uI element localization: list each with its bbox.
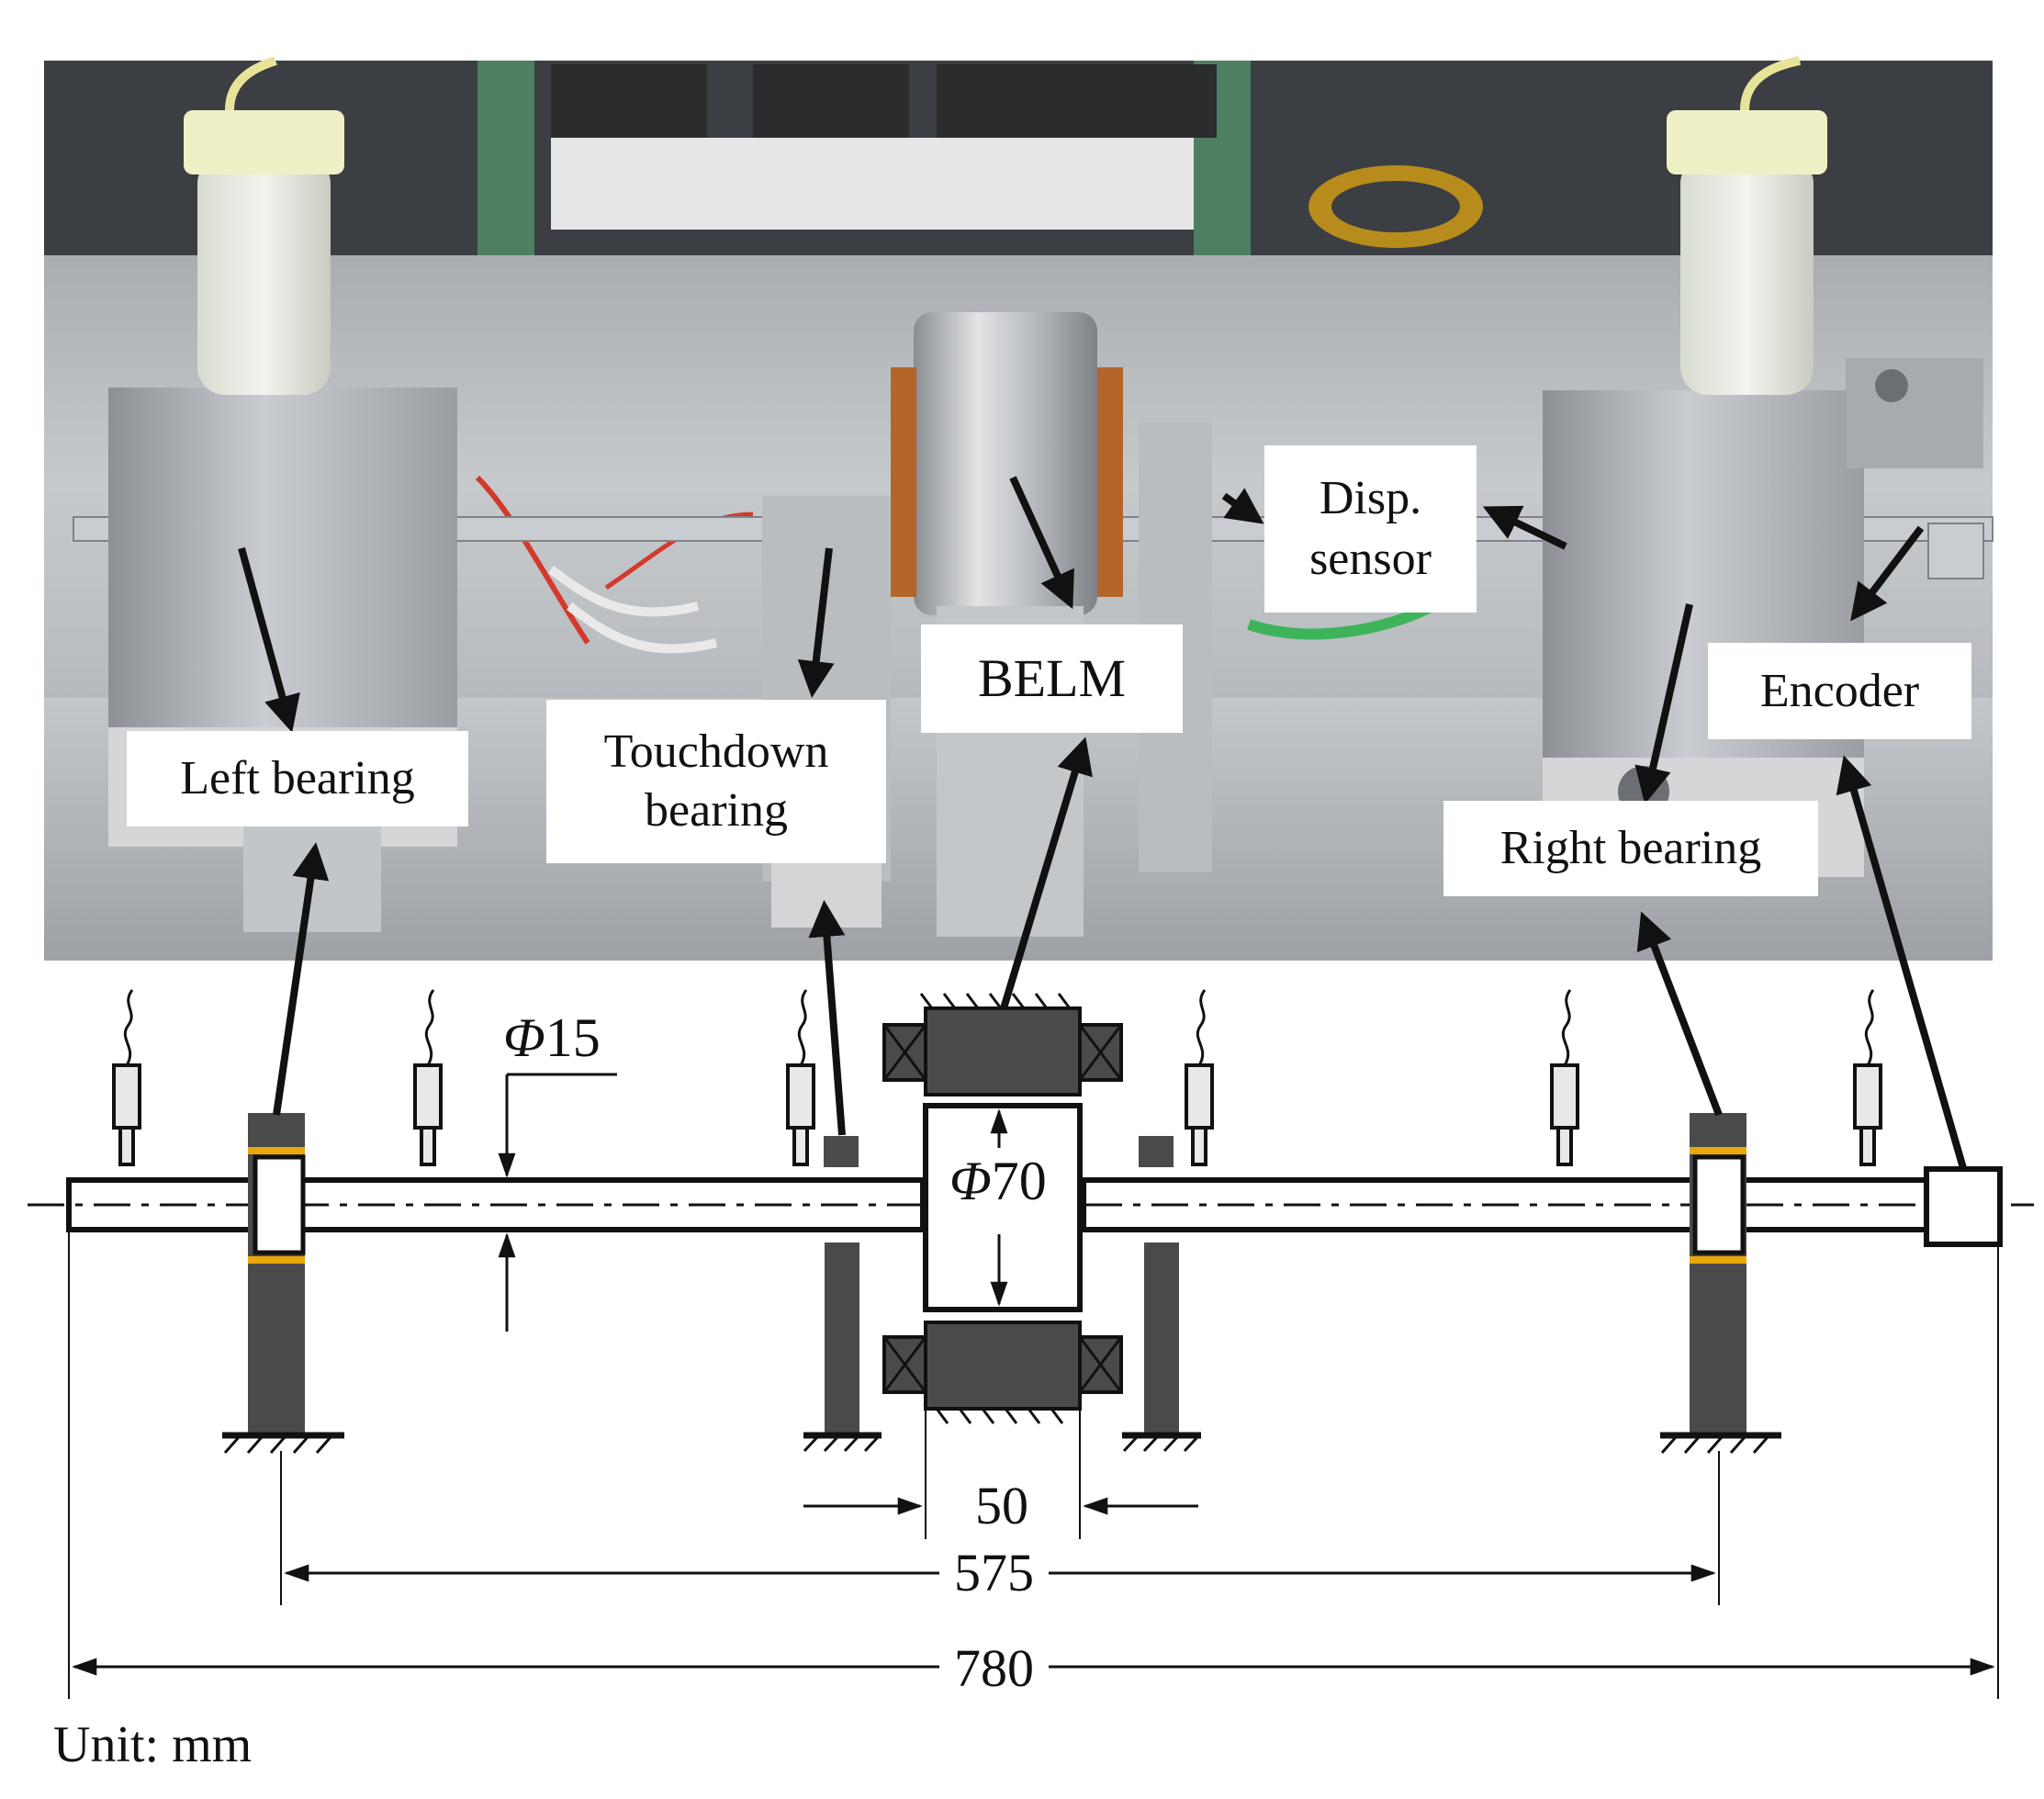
right-ground-hatch	[1660, 1436, 1769, 1454]
label-belm-text: BELM	[977, 648, 1127, 708]
dim-shaft-diameter-value: 15	[545, 1007, 601, 1068]
label-touchdown-bearing-line2: bearing	[645, 784, 788, 837]
label-belm: BELM	[921, 624, 1183, 733]
disp-sensor-6	[1853, 989, 1882, 1166]
dim-rotor-diameter-symbol: Φ	[949, 1151, 992, 1211]
unit-note: Unit: mm	[53, 1715, 252, 1774]
touchdown-bearing-left-top	[824, 1136, 859, 1167]
label-left-bearing: Left bearing	[127, 731, 468, 826]
label-disp-sensor-line1: Disp.	[1319, 472, 1422, 524]
touchdown-bearing-right-post	[1144, 1242, 1179, 1435]
dim-total-length-value: 780	[954, 1638, 1034, 1698]
disp-sensor-2	[413, 989, 443, 1166]
dim-total-length: 780	[939, 1639, 1049, 1698]
label-right-bearing-text: Right bearing	[1499, 822, 1762, 874]
disp-sensor-4	[1185, 989, 1214, 1166]
left-ground-hatch	[223, 1436, 332, 1454]
encoder-box	[1924, 1166, 2003, 1247]
right-bearing-element	[1692, 1154, 1746, 1255]
disp-sensor-3	[786, 989, 815, 1166]
label-encoder: Encoder	[1708, 643, 1971, 739]
label-encoder-text: Encoder	[1759, 664, 1920, 717]
label-disp-sensor-line2: sensor	[1309, 533, 1432, 585]
label-touchdown-bearing-line1: Touchdown	[603, 725, 829, 778]
displacement-sensors	[112, 989, 1882, 1166]
callout-arrows	[238, 476, 1967, 1170]
label-touchdown-bearing: Touchdown bearing	[546, 700, 886, 863]
dim-shaft-diameter-symbol: Φ	[503, 1007, 545, 1068]
stator-top	[924, 1006, 1082, 1096]
dim-bearing-span-value: 575	[954, 1543, 1034, 1602]
dim-shaft-diameter: Φ15	[503, 1008, 601, 1067]
disp-sensor-5	[1550, 989, 1579, 1166]
stator-bottom	[924, 1321, 1082, 1411]
left-bearing-element	[253, 1154, 306, 1255]
dim-rotor-diameter: Φ70	[946, 1152, 1050, 1210]
unit-note-text: Unit: mm	[53, 1716, 253, 1773]
disp-sensor-1	[112, 989, 141, 1166]
touchdown-bearing-left-post	[825, 1242, 859, 1435]
touchdown-bearing-right-top	[1139, 1136, 1174, 1167]
label-left-bearing-text: Left bearing	[180, 752, 415, 804]
label-right-bearing: Right bearing	[1443, 801, 1818, 896]
dim-rotor-length-value: 50	[975, 1476, 1028, 1535]
dim-rotor-length: 50	[949, 1477, 1054, 1535]
dim-rotor-diameter-value: 70	[991, 1151, 1047, 1211]
dim-bearing-span: 575	[939, 1544, 1049, 1602]
label-disp-sensor: Disp. sensor	[1264, 445, 1477, 613]
rotor-schematic	[28, 993, 2034, 1454]
